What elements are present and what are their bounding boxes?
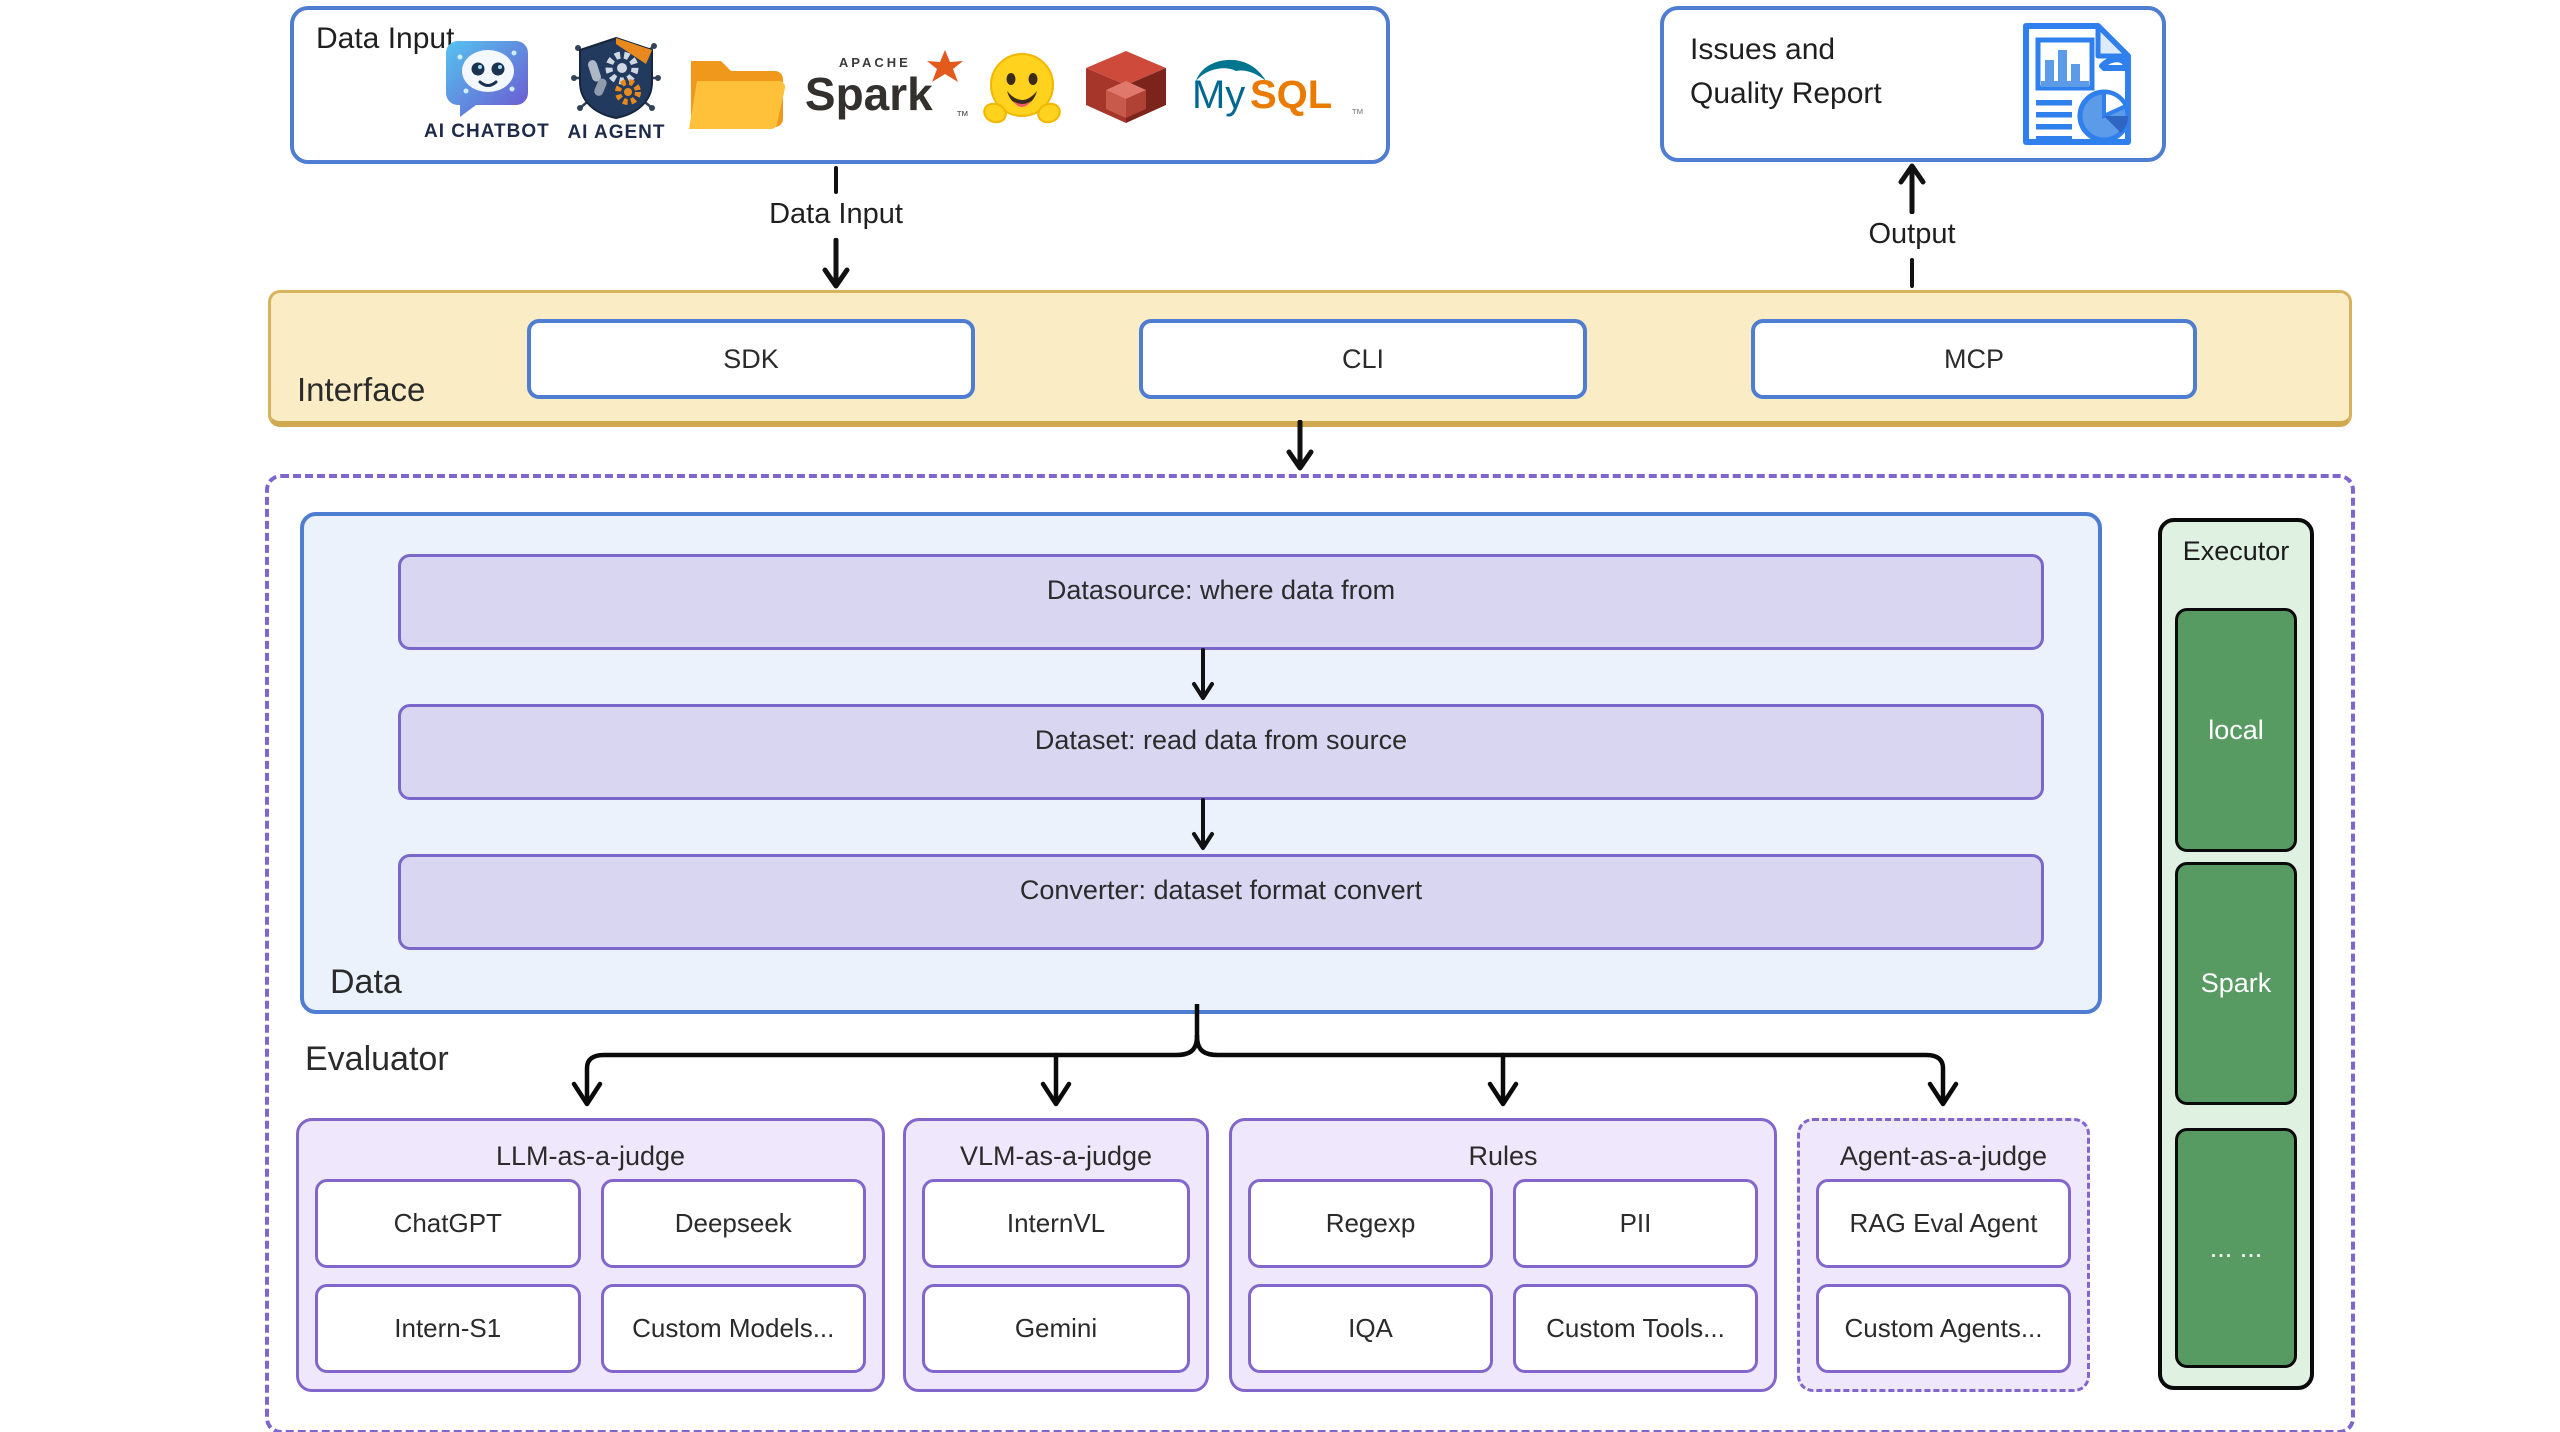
ai-agent-item: AI AGENT [567, 34, 665, 144]
output-flow-label: Output [1868, 218, 1956, 250]
dataset-step-label: Dataset: read data from source [1034, 724, 1408, 755]
vlm-card-title: VLM-as-a-judge [959, 1141, 1153, 1171]
mysql-logo: My SQL ™ [1192, 57, 1364, 121]
converter-step: Converter: dataset format convert [398, 854, 2044, 950]
chip-custom-tools: Custom Tools... [1513, 1284, 1758, 1373]
chip-pii: PII [1513, 1179, 1758, 1268]
executor-spark: Spark [2175, 862, 2297, 1105]
hugging-face-icon [982, 51, 1061, 127]
llm-card-title: LLM-as-a-judge [495, 1141, 686, 1171]
report-title: Issues and Quality Report [1690, 28, 1882, 115]
chip-regexp: Regexp [1248, 1179, 1493, 1268]
rules-card: Rules Regexp PII IQA Custom Tools... [1229, 1118, 1777, 1392]
chip-deepseek: Deepseek [600, 1179, 866, 1268]
chip-custom-models: Custom Models... [600, 1284, 866, 1373]
data-input-flow-line [834, 166, 838, 194]
executor-local: local [2175, 608, 2297, 852]
interface-item-sdk: SDK [527, 319, 975, 399]
agent-as-a-judge-card: Agent-as-a-judge RAG Eval Agent Custom A… [1797, 1118, 2090, 1392]
spark-star-icon [926, 50, 963, 82]
chip-custom-agents: Custom Agents... [1816, 1284, 2071, 1373]
rules-card-title: Rules [1468, 1141, 1538, 1171]
report-title-line2: Quality Report [1690, 76, 1882, 110]
mysql-my-text: My [1191, 73, 1246, 117]
evaluator-title: Evaluator [305, 1040, 449, 1078]
spark-wordmark: Spark [804, 68, 933, 120]
data-input-down-arrow [822, 238, 850, 289]
datasource-step: Datasource: where data from [398, 554, 2044, 650]
dataset-step: Dataset: read data from source [398, 704, 2044, 800]
datasource-step-label: Datasource: where data from [1046, 574, 1396, 605]
data-input-flow-label: Data Input [769, 198, 903, 230]
spark-apache-text: APACHE [838, 55, 911, 70]
output-up-arrow [1898, 163, 1926, 214]
ai-agent-icon [568, 34, 664, 120]
interface-title: Interface [297, 371, 426, 408]
data-section: Datasource: where data from Dataset: rea… [300, 512, 2102, 1014]
ai-chatbot-label: AI CHATBOT [424, 121, 550, 142]
agent-card-title: Agent-as-a-judge [1839, 1141, 2048, 1171]
interface-band: Interface SDK CLI MCP [268, 290, 2352, 427]
data-input-icons: AI CHATBOT [424, 26, 1364, 152]
data-section-title: Data [330, 963, 402, 1001]
ai-chatbot-item: AI CHATBOT [424, 35, 550, 143]
evaluator-container [265, 474, 2355, 1432]
llm-as-a-judge-card: LLM-as-a-judge ChatGPT Deepseek Intern-S… [296, 1118, 885, 1392]
mysql-dolphin-icon [1195, 59, 1266, 81]
apache-spark-logo: APACHE Spark ™ [804, 50, 969, 125]
report-document-icon [2014, 20, 2140, 148]
report-box: Issues and Quality Report [1660, 6, 2166, 162]
spark-tm: ™ [955, 108, 969, 123]
executor-more: ... ... [2175, 1128, 2297, 1368]
step-arrow-1 [1192, 648, 1214, 700]
chip-intern-s1: Intern-S1 [315, 1284, 581, 1373]
chip-internvl: InternVL [922, 1179, 1190, 1268]
converter-step-label: Converter: dataset format convert [1019, 874, 1423, 905]
data-input-box: Data Input AI CHATBO [290, 6, 1390, 164]
folder-icon [683, 47, 787, 131]
chip-iqa: IQA [1248, 1284, 1493, 1373]
mysql-tm: ™ [1350, 106, 1364, 121]
output-flow-line [1910, 258, 1914, 288]
redshift-db-icon [1078, 47, 1174, 131]
chip-chatgpt: ChatGPT [315, 1179, 581, 1268]
ai-chatbot-icon [444, 35, 530, 119]
mysql-sql-text: SQL [1249, 73, 1333, 117]
step-arrow-2 [1192, 798, 1214, 850]
chip-gemini: Gemini [922, 1284, 1190, 1373]
interface-item-mcp: MCP [1751, 319, 2197, 399]
executor-title: Executor [2182, 536, 2290, 566]
interface-down-arrow [1286, 420, 1314, 471]
data-input-title: Data Input [316, 22, 455, 55]
branch-arrows [571, 1004, 1959, 1107]
vlm-as-a-judge-card: VLM-as-a-judge InternVL Gemini [903, 1118, 1209, 1392]
executor-panel: Executor local Spark ... ... [2158, 518, 2314, 1390]
chip-rag-eval-agent: RAG Eval Agent [1816, 1179, 2071, 1268]
ai-agent-label: AI AGENT [567, 122, 666, 143]
report-title-line1: Issues and [1690, 33, 1836, 66]
interface-item-cli: CLI [1139, 319, 1587, 399]
